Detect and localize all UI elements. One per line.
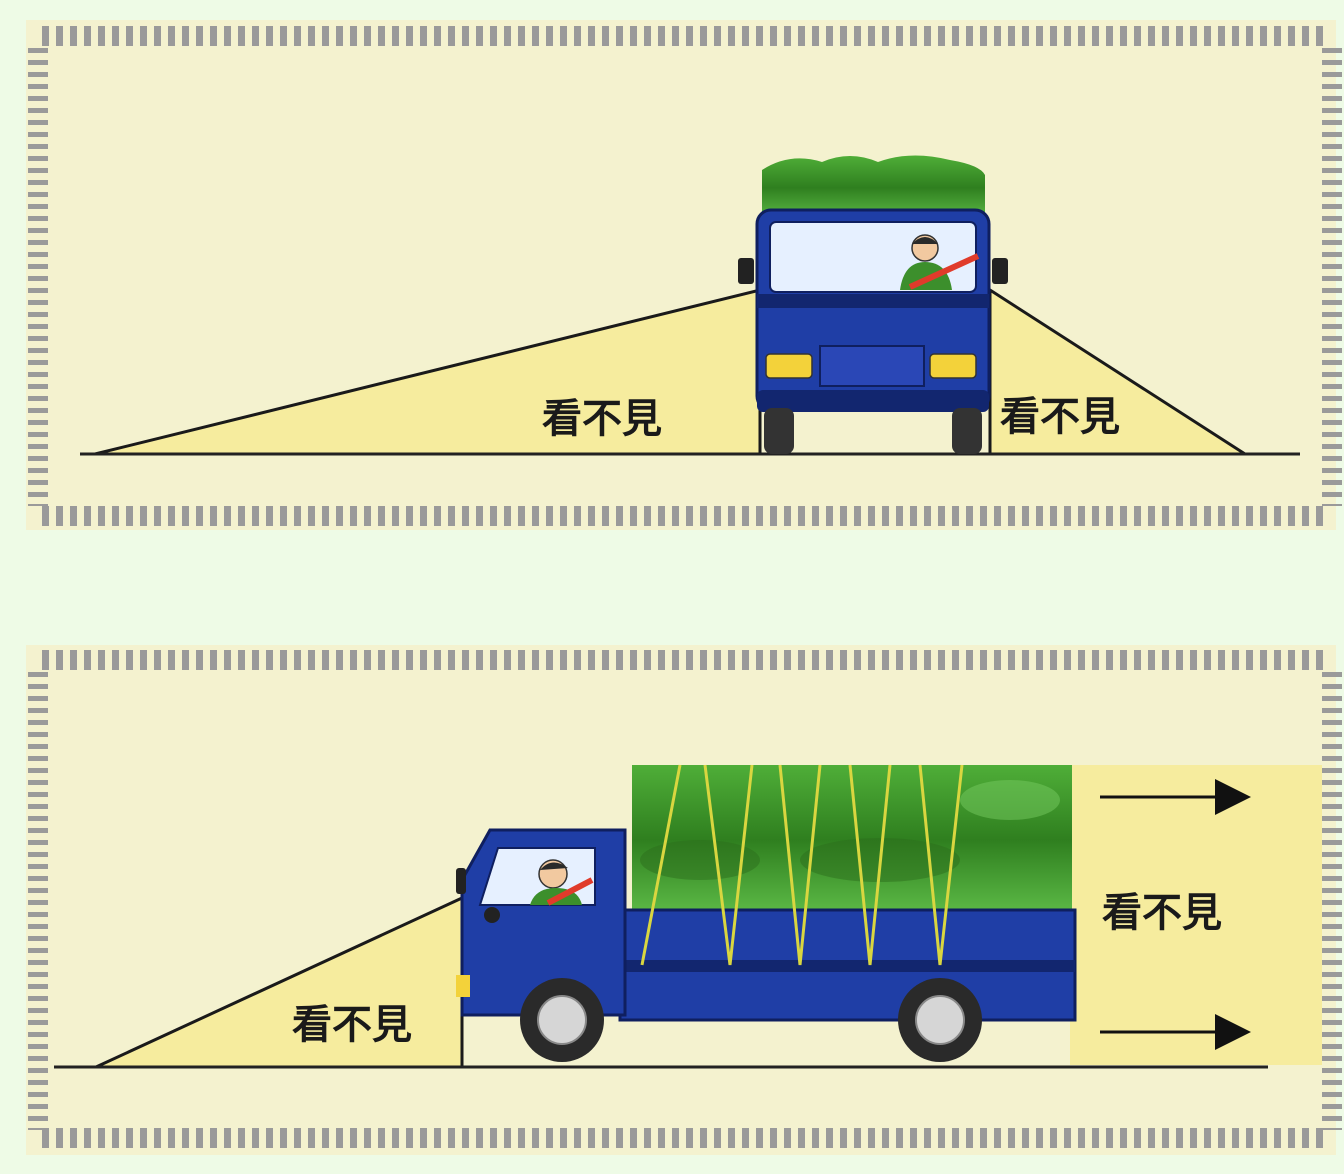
panel-border-left bbox=[28, 46, 48, 506]
blind-spot-rear-area bbox=[1070, 765, 1322, 1065]
cargo-ropes bbox=[640, 764, 964, 966]
panel-border-top bbox=[40, 26, 1330, 46]
truck-front-view bbox=[738, 155, 1008, 454]
panel-border-bottom bbox=[40, 506, 1330, 526]
panel-border-right bbox=[1322, 46, 1342, 506]
front-view-panel: 看不見 看不見 bbox=[26, 20, 1342, 530]
blind-spot-label-front-right: 看不見 bbox=[1000, 394, 1120, 440]
panel-border-right bbox=[1322, 670, 1342, 1130]
panel-border-left bbox=[28, 670, 48, 1130]
blind-spot-label-front-left: 看不見 bbox=[542, 396, 662, 442]
blind-spot-label-front: 看不見 bbox=[292, 1002, 412, 1048]
truck-side-view bbox=[456, 764, 1077, 1062]
side-view-panel: 看不見 看不見 bbox=[26, 645, 1342, 1155]
panel-border-top bbox=[40, 650, 1330, 670]
panel-border-bottom bbox=[40, 1128, 1330, 1148]
blind-spot-label-rear: 看不見 bbox=[1102, 890, 1222, 936]
